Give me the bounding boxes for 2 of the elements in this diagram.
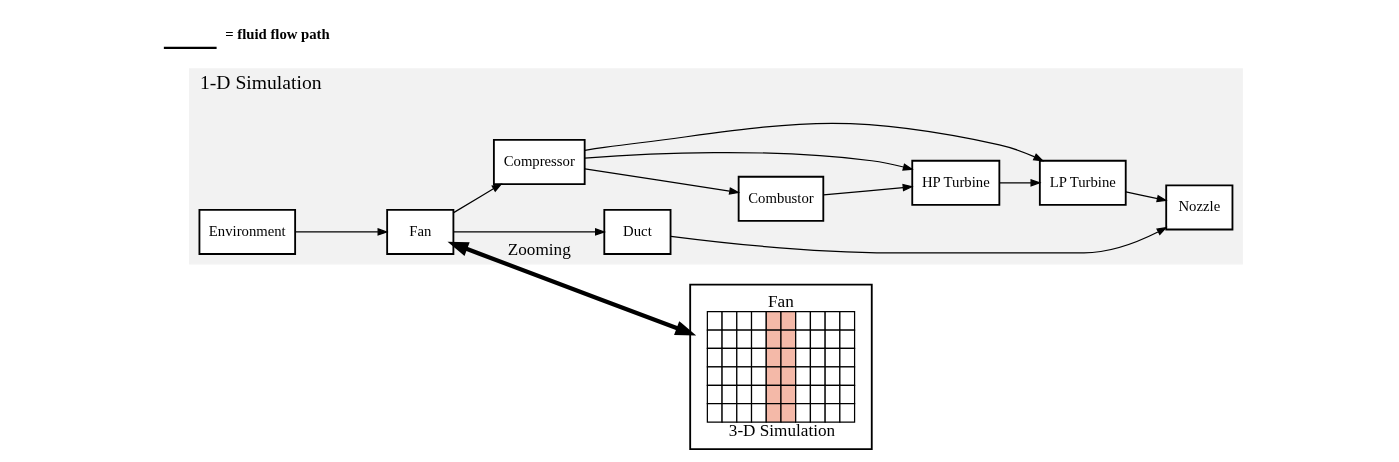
edge-label: Zooming <box>507 240 571 260</box>
legend-label: = fluid flow path <box>224 25 330 42</box>
